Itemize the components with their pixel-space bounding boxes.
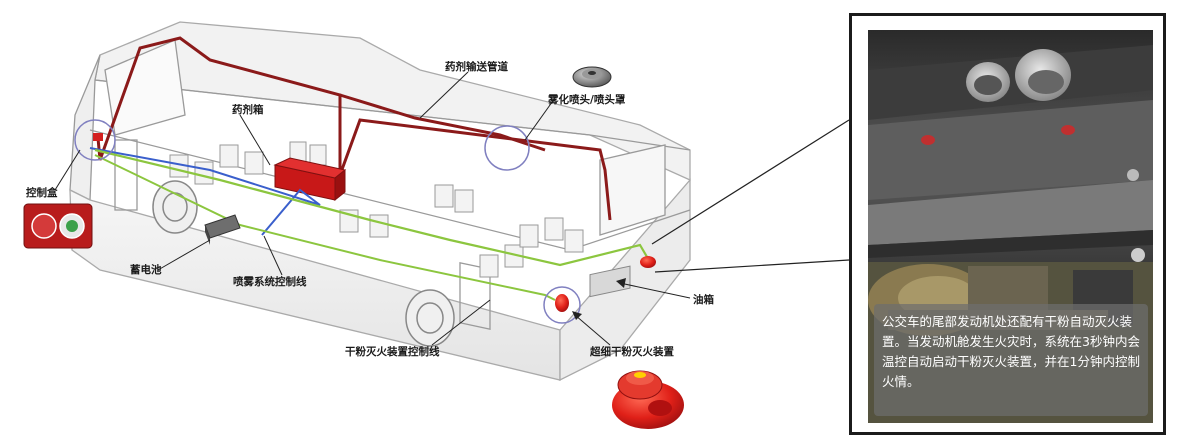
- label-powder-line: 干粉灭火装置控制线: [345, 345, 440, 358]
- arrow-fuel: [616, 278, 626, 288]
- powder-control-line: [94, 148, 651, 267]
- label-battery: 蓄电池: [130, 263, 162, 276]
- inset-connector-top: [651, 119, 850, 245]
- wheels: [152, 180, 455, 347]
- label-tank: 药剂箱: [232, 103, 264, 116]
- caption-text: 公交车的尾部发动机处还配有干粉自动灭火装置。当发动机舱发生火灾时，系统在3秒钟内…: [882, 314, 1140, 389]
- highlight-circles: [74, 119, 581, 324]
- agent-tank: [273, 157, 347, 202]
- control-box-on-bus: [93, 133, 103, 141]
- agent-pipe: [96, 36, 612, 221]
- arrow-device: [572, 311, 582, 320]
- powder-control-line-low: [94, 154, 556, 301]
- rear-nozzle-device: [640, 256, 656, 268]
- battery: [204, 214, 241, 245]
- label-pipe: 药剂输送管道: [445, 60, 508, 73]
- powder-device-on-bus: [555, 294, 569, 312]
- label-nozzle: 雾化喷头/喷头罩: [547, 93, 626, 106]
- fuel-tank: [589, 265, 631, 298]
- inset-connector-bottom: [654, 259, 850, 273]
- agent-pipe-branch: [339, 93, 546, 152]
- leader-lines: [54, 71, 691, 346]
- label-control-box: 控制盒: [26, 186, 58, 199]
- label-powder-device: 超细干粉灭火装置: [589, 345, 674, 358]
- control-box-image: [23, 203, 93, 249]
- label-spray-line: 喷雾系统控制线: [233, 275, 307, 288]
- powder-device-image: [612, 370, 684, 429]
- nozzle-image: [572, 66, 612, 88]
- spray-control-line: [89, 147, 321, 236]
- label-fuel-tank: 油箱: [693, 293, 714, 306]
- seats: [169, 141, 584, 278]
- caption-box: [874, 304, 1148, 416]
